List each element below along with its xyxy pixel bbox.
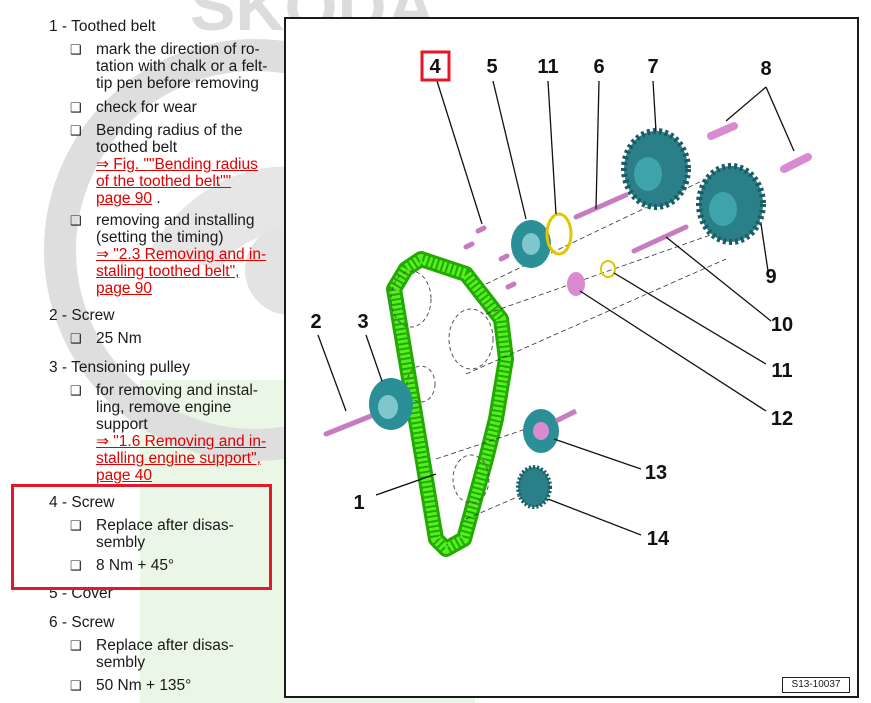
item-2-title: 2 - Screw	[49, 307, 115, 324]
item-1-bullet-3: Bending radius of the toothed belt ⇒ Fig…	[96, 122, 276, 207]
crankshaft-sprocket-14	[516, 465, 552, 509]
leader-lines	[317, 80, 795, 536]
camshaft-sprocket-7	[621, 128, 691, 210]
link-page-90-b[interactable]: page 90	[96, 280, 153, 297]
link-engine-support[interactable]: ⇒ "1.6 Removing and in-	[96, 433, 267, 450]
callout-6: 6	[593, 56, 604, 78]
callout-8: 8	[760, 58, 771, 80]
callout-2: 2	[310, 311, 321, 333]
callout-4: 4	[429, 56, 441, 78]
item-1-title: 1 - Toothed belt	[49, 18, 156, 35]
checkbox-icon: ❑	[70, 213, 82, 228]
item-1-bullet-4: removing and installing (setting the tim…	[96, 212, 276, 297]
link-page-40[interactable]: page 40	[96, 467, 153, 484]
item-4-bullet-1: Replace after disas- sembly	[96, 517, 234, 551]
link-removing-toothed-belt-2[interactable]: stalling toothed belt",	[96, 263, 240, 280]
parts-legend: 1 - Toothed belt ❑ mark the direction of…	[0, 0, 280, 703]
checkbox-icon: ❑	[70, 383, 82, 398]
link-bending-radius-2[interactable]: of the toothed belt""	[96, 173, 232, 190]
checkbox-icon: ❑	[70, 331, 82, 346]
timing-belt-diagram: 4 5 11 6 7 8 9 10 11 12 13 14 2 3 1	[310, 50, 812, 557]
washer-12	[567, 272, 585, 296]
callout-13: 13	[645, 462, 667, 484]
item-4-title: 4 - Screw	[49, 494, 115, 511]
item-2-bullet-1: 25 Nm	[96, 330, 142, 347]
callout-12: 12	[771, 408, 793, 430]
link-engine-support-2[interactable]: stalling engine support",	[96, 450, 261, 467]
dowel-pins-8	[707, 122, 812, 173]
checkbox-icon: ❑	[70, 518, 82, 533]
checkbox-icon: ❑	[70, 558, 82, 573]
callout-10: 10	[771, 314, 793, 336]
item-6-bullet-2: 50 Nm + 135°	[96, 677, 192, 694]
exploded-view-figure: 4 5 11 6 7 8 9 10 11 12 13 14 2 3 1 S13-…	[284, 17, 859, 698]
link-page-90[interactable]: page 90	[96, 190, 153, 207]
callout-5: 5	[486, 56, 497, 78]
toothed-belt-part	[386, 251, 514, 557]
callout-7: 7	[647, 56, 658, 78]
callout-4-highlight	[420, 50, 451, 82]
link-bending-radius[interactable]: ⇒ Fig. ""Bending radius	[96, 156, 258, 173]
checkbox-icon: ❑	[70, 42, 82, 57]
item-4-bullet-2: 8 Nm + 45°	[96, 557, 175, 574]
item-6-bullet-1: Replace after disas- sembly	[96, 637, 234, 671]
callout-1: 1	[353, 492, 364, 514]
link-removing-toothed-belt[interactable]: ⇒ "2.3 Removing and in-	[96, 246, 267, 263]
camshaft-sprocket-9	[696, 163, 766, 245]
callout-numbers: 4 5 11 6 7 8 9 10 11 12 13 14 2 3 1	[310, 56, 793, 550]
item-3-bullet-1: for removing and instal- ling, remove en…	[96, 382, 276, 484]
o-ring-11	[545, 212, 573, 256]
checkbox-icon: ❑	[70, 678, 82, 693]
item-4-highlight-box	[11, 484, 272, 590]
screws	[323, 192, 689, 437]
item-6-title: 6 - Screw	[49, 614, 115, 631]
callout-9: 9	[765, 266, 776, 288]
checkbox-icon: ❑	[70, 638, 82, 653]
checkbox-icon: ❑	[70, 100, 82, 115]
tensioning-pulley-3	[369, 378, 413, 430]
callout-11-top: 11	[537, 56, 558, 78]
idler-pulley-13	[523, 408, 578, 453]
figure-code: S13-10037	[782, 677, 850, 693]
cover-5	[511, 220, 551, 268]
callout-11-bottom: 11	[771, 360, 792, 382]
checkbox-icon: ❑	[70, 123, 82, 138]
item-1-bullet-1: mark the direction of ro- tation with ch…	[96, 41, 268, 92]
item-1-bullet-2: check for wear	[96, 99, 197, 116]
o-ring-11b	[600, 260, 616, 278]
item-3-title: 3 - Tensioning pulley	[49, 359, 191, 376]
callout-3: 3	[357, 311, 368, 333]
callout-14: 14	[647, 528, 670, 550]
